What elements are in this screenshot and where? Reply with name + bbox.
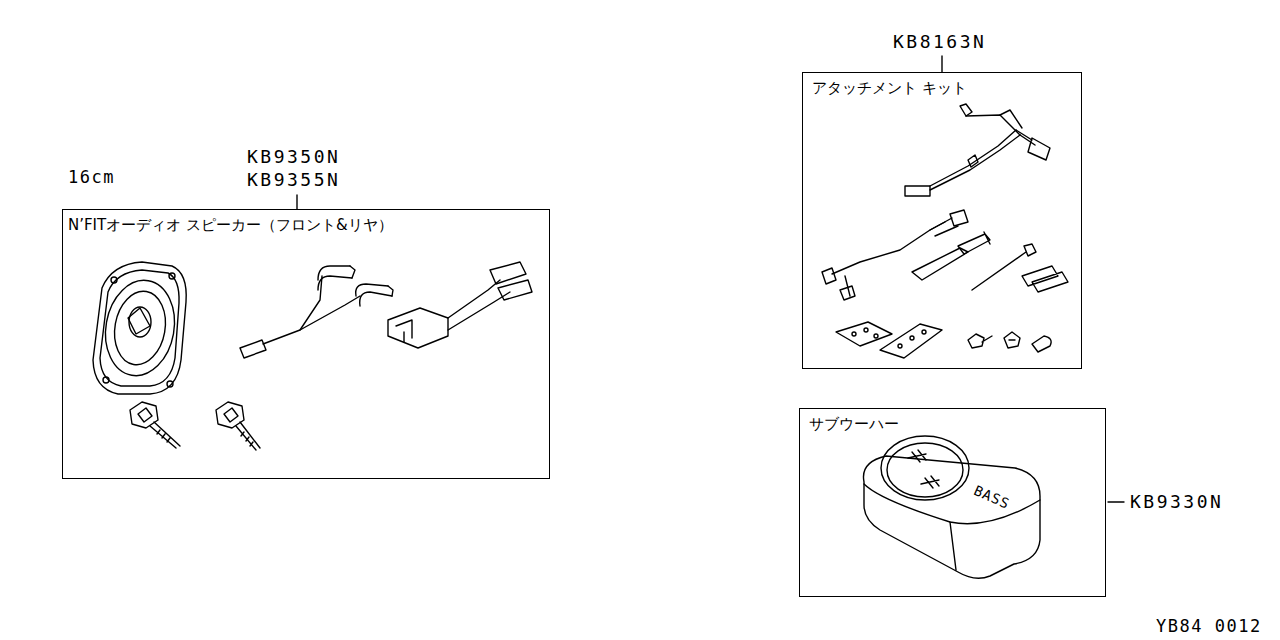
product-marking: BASS [971, 482, 1012, 512]
kit-box: アタッチメント キット [802, 72, 1082, 369]
kit-box: サブウーハー [799, 408, 1106, 597]
kit-box: N’FITオーディオ スピーカー（フロント&リヤ） [62, 209, 550, 479]
leader-line [1108, 501, 1124, 502]
part-number: KB9330N [1130, 491, 1223, 512]
drawing-code: YB84 0012 [1156, 616, 1262, 636]
wire-harness-drawing [240, 266, 393, 358]
leader-line [296, 195, 297, 209]
connector-drawing [388, 262, 532, 348]
kit-parts-drawing [822, 104, 1068, 358]
part-number: KB8163N [893, 31, 986, 52]
leader-line [941, 56, 942, 72]
subwoofer-drawing [863, 436, 1040, 578]
box-heading: サブウーハー [809, 415, 1105, 434]
part-number: KB9355N [247, 169, 340, 190]
box-heading: アタッチメント キット [812, 79, 1081, 98]
size-label: 16cm [68, 167, 115, 187]
box-heading: N’FITオーディオ スピーカー（フロント&リヤ） [68, 216, 549, 235]
speaker-drawing [93, 262, 186, 394]
part-number: KB9350N [247, 146, 340, 167]
screw-drawing [130, 402, 260, 450]
